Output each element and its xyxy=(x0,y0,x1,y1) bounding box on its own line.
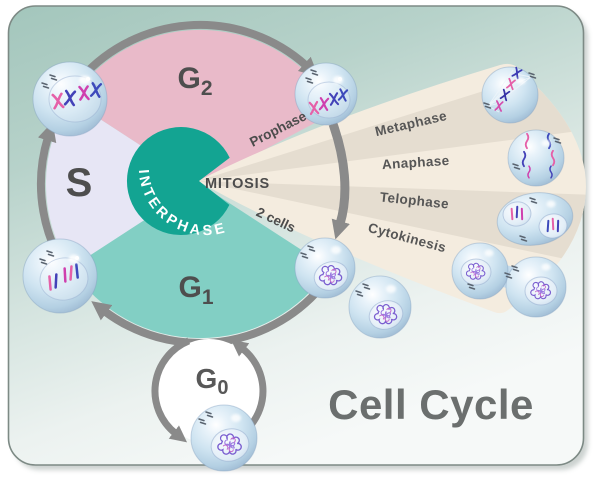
nuclear-envelope xyxy=(307,81,351,119)
mitosis-progress-arrow xyxy=(328,122,350,240)
cell-anaphase xyxy=(507,129,565,187)
label-telophase: Telophase xyxy=(379,189,450,211)
cell-daughter-2 xyxy=(348,275,412,339)
cell-telophase xyxy=(496,192,574,246)
label-g1: G1 xyxy=(178,271,213,309)
sector-s xyxy=(45,100,200,268)
label-s: S xyxy=(66,161,93,205)
cycle-arrow-top xyxy=(73,20,319,87)
cell-g0 xyxy=(190,404,258,472)
cell-cycle-wheel xyxy=(45,29,337,339)
interphase-disc xyxy=(126,127,230,236)
label-anaphase: Anaphase xyxy=(381,153,450,172)
cell-metaphase xyxy=(481,66,539,124)
cell-s-phase xyxy=(22,238,98,314)
g0-arrow-return xyxy=(230,339,267,430)
cell-daughter-1 xyxy=(294,237,356,299)
g0-arrow-exit xyxy=(151,337,191,443)
cell-cytokinesis xyxy=(451,242,567,318)
label-g0: G0 xyxy=(196,363,229,399)
label-g2: G2 xyxy=(177,62,212,100)
sector-g2 xyxy=(70,29,337,184)
cell-prophase xyxy=(294,62,358,126)
cell-g2 xyxy=(32,61,108,137)
label-mitosis: MITOSIS xyxy=(205,176,270,192)
page-title: Cell Cycle xyxy=(328,381,534,428)
sector-g1 xyxy=(70,184,330,339)
